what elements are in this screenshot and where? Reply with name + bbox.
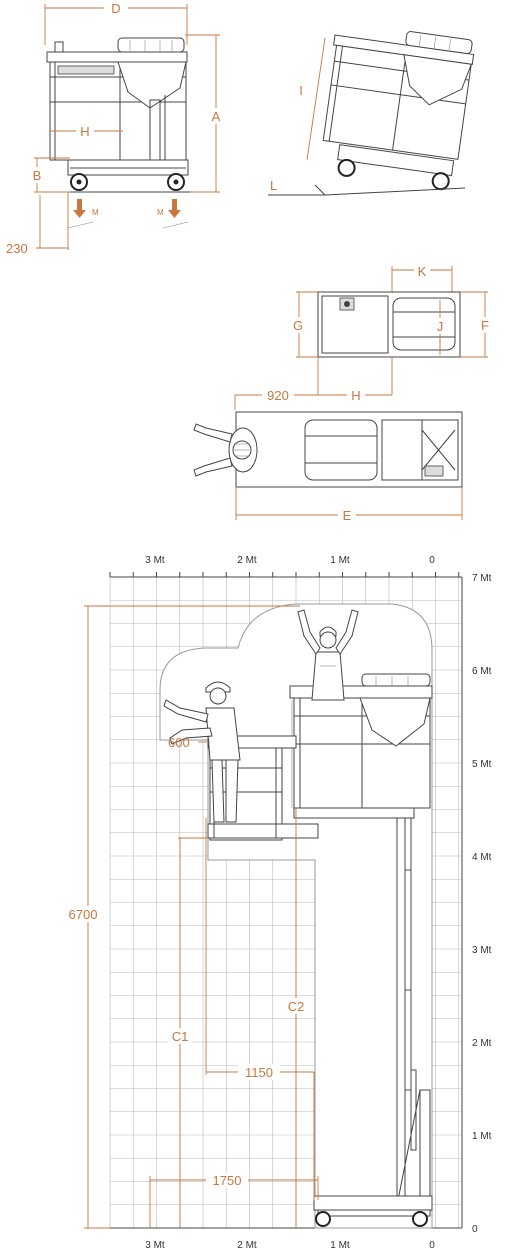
right-scale-4mt: 4 Mt [472, 852, 492, 863]
right-scale-0: 0 [472, 1224, 478, 1235]
operator-top-view [193, 423, 258, 477]
top-scale-2mt: 2 Mt [237, 555, 257, 566]
dimension-h-top-label: H [351, 388, 360, 403]
dimension-d-label: D [111, 1, 120, 16]
dimension-k-label: K [418, 264, 427, 279]
right-scale-3mt: 3 Mt [472, 945, 492, 956]
top-view: K G J F 920 H [234, 263, 493, 410]
bottom-scale-3mt: 3 Mt [145, 1240, 165, 1250]
bottom-scale-0: 0 [429, 1240, 435, 1250]
mast [396, 771, 431, 1213]
top-scale-3mt: 3 Mt [145, 555, 165, 566]
dimension-b-label: B [33, 168, 42, 183]
tilt-view: L I [268, 31, 475, 196]
right-scale-1mt: 1 Mt [472, 1131, 492, 1142]
dimension-j-label: J [437, 319, 444, 334]
reach-1150-value: 1150 [245, 1065, 273, 1080]
dimension-c1-label: C1 [172, 1029, 189, 1044]
reach-1750-value: 1750 [213, 1173, 242, 1188]
worker-left [163, 681, 241, 823]
step-600-value: 600 [168, 735, 190, 750]
worker-top [297, 609, 359, 701]
dimension-g-label: G [293, 318, 303, 333]
offset-920-value: 920 [267, 388, 289, 403]
load-arrow-left [73, 199, 86, 218]
right-scale-2mt: 2 Mt [472, 1038, 492, 1049]
top-scale-0: 0 [429, 555, 435, 566]
dimension-a-label: A [212, 109, 221, 124]
ground-clearance-value: 230 [6, 241, 28, 256]
right-scale-6mt: 6 Mt [472, 666, 492, 677]
working-height-6700-value: 6700 [69, 907, 98, 922]
bottom-scale-2mt: 2 Mt [237, 1240, 257, 1250]
dimension-e-label: E [343, 508, 352, 523]
raised-platform [289, 673, 433, 819]
right-scale-5mt: 5 Mt [472, 759, 492, 770]
load-arrow-right [168, 199, 181, 218]
load-m-label-right: M [157, 208, 164, 217]
dimension-i-label: I [299, 83, 303, 98]
dimension-f-label: F [481, 318, 489, 333]
side-view: D A H [6, 1, 223, 256]
dimension-l-label: L [270, 178, 277, 193]
right-scale-7mt: 7 Mt [472, 573, 492, 584]
dimension-c2-label: C2 [288, 999, 305, 1014]
top-scale-1mt: 1 Mt [330, 555, 350, 566]
plan-view: E [193, 411, 463, 523]
bottom-scale-1mt: 1 Mt [330, 1240, 350, 1250]
reach-diagram: 3 Mt 2 Mt 1 Mt 0 3 Mt 2 Mt 1 Mt 0 7 Mt 6… [62, 555, 492, 1250]
base-machine [313, 1195, 433, 1227]
dimension-h-label: H [80, 124, 89, 139]
load-m-label-left: M [92, 208, 99, 217]
